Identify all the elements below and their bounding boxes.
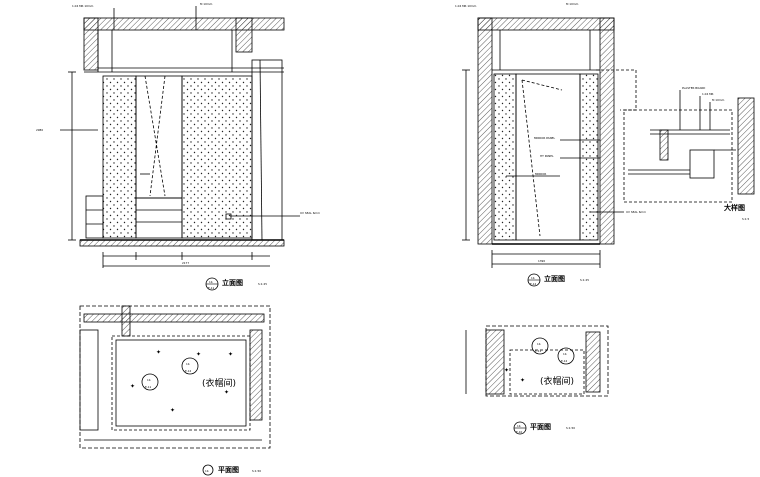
light-fixture-icon: ✦	[130, 383, 135, 390]
view-title: 平面图	[530, 422, 551, 431]
plan-right-marker-a: 1b E-11	[531, 337, 549, 355]
plan-right-title: 1b E-10 平面图 S:1:50	[513, 421, 575, 435]
plan-left-title: 1b 平面图 S:1:50	[202, 464, 261, 476]
svg-text:MIRROR: MIRROR	[535, 172, 546, 176]
view-number: 1b	[209, 280, 213, 284]
svg-text:1.04 MR 10mm: 1.04 MR 10mm	[455, 4, 477, 8]
elevation-left	[60, 6, 300, 268]
svg-text:E-11: E-11	[535, 349, 542, 353]
view-sheet: E-11	[208, 286, 215, 290]
elevation-right	[462, 17, 637, 268]
plan-left-room-label: (衣帽间)	[202, 377, 236, 389]
light-fixture-icon: ✦	[224, 389, 229, 396]
svg-text:1.04 MR 10mm: 1.04 MR 10mm	[72, 4, 94, 8]
svg-text:1b: 1b	[563, 352, 567, 356]
view-scale: S:1:5	[742, 217, 749, 221]
svg-text:1b: 1b	[537, 342, 541, 346]
light-fixture-icon: ✦	[196, 351, 201, 358]
detail-view	[623, 90, 755, 203]
plan-left-fixtures: ✦ ✦ ✦ ✦ ✦ ✦	[130, 349, 233, 414]
elevation-right-title: 1b E-12 立面图 S:1:25	[527, 273, 589, 287]
view-title: 平面图	[218, 465, 239, 474]
svg-text:E-12: E-12	[530, 282, 537, 286]
svg-text:1b: 1b	[205, 469, 209, 473]
svg-text:E-11: E-11	[145, 385, 152, 389]
light-fixture-icon: ✦	[170, 407, 175, 414]
svg-text:M 10mm: M 10mm	[712, 98, 725, 102]
svg-text:HT PANEL: HT PANEL	[540, 154, 554, 158]
plan-right-room-label: (衣帽间)	[540, 375, 574, 387]
detail-title: 大样图 S:1:5	[724, 203, 749, 221]
svg-text:M 10mm: M 10mm	[200, 2, 213, 6]
view-scale: S:1:25	[580, 278, 589, 282]
view-scale: S:1:50	[252, 469, 261, 473]
svg-text:UV SEAL 6mm: UV SEAL 6mm	[300, 211, 320, 215]
right-bottom-total-dim: 1390	[538, 259, 545, 263]
plan-right-marker-b: 1b E-12	[557, 347, 575, 365]
svg-text:2980: 2980	[36, 128, 43, 132]
svg-text:E-12: E-12	[561, 359, 568, 363]
svg-text:E-10: E-10	[516, 430, 523, 434]
view-title: 大样图	[724, 203, 745, 212]
svg-text:1b: 1b	[186, 362, 190, 366]
plan-right	[465, 325, 609, 397]
plan-left	[79, 305, 271, 449]
svg-text:E-12: E-12	[185, 369, 192, 373]
elevation-left-title: 1b E-11 立面图 S:1:25	[205, 277, 267, 291]
svg-text:M 10mm: M 10mm	[566, 2, 579, 6]
view-title: 立面图	[222, 278, 243, 287]
light-fixture-icon: ✦	[520, 377, 525, 384]
svg-text:PLASTER BOARD: PLASTER BOARD	[682, 86, 705, 90]
svg-text:UV SEAL 6mm: UV SEAL 6mm	[626, 210, 646, 214]
svg-text:1b: 1b	[147, 378, 151, 382]
view-scale: S:1:50	[566, 426, 575, 430]
svg-text:MIRROR PANEL: MIRROR PANEL	[534, 136, 555, 140]
svg-text:1.04 MR: 1.04 MR	[702, 92, 714, 96]
view-title: 立面图	[544, 274, 565, 283]
light-fixture-icon: ✦	[504, 367, 509, 374]
svg-text:1b: 1b	[517, 424, 521, 428]
svg-text:1b: 1b	[531, 276, 535, 280]
view-scale: S:1:25	[258, 282, 267, 286]
light-fixture-icon: ✦	[156, 349, 161, 356]
left-bottom-total-dim: 2177	[182, 261, 189, 265]
light-fixture-icon: ✦	[228, 351, 233, 358]
plan-left-marker-a: 1b E-11	[141, 373, 159, 391]
plan-left-marker-b: 1b E-12	[181, 357, 199, 375]
section-marker-icon	[202, 464, 214, 476]
